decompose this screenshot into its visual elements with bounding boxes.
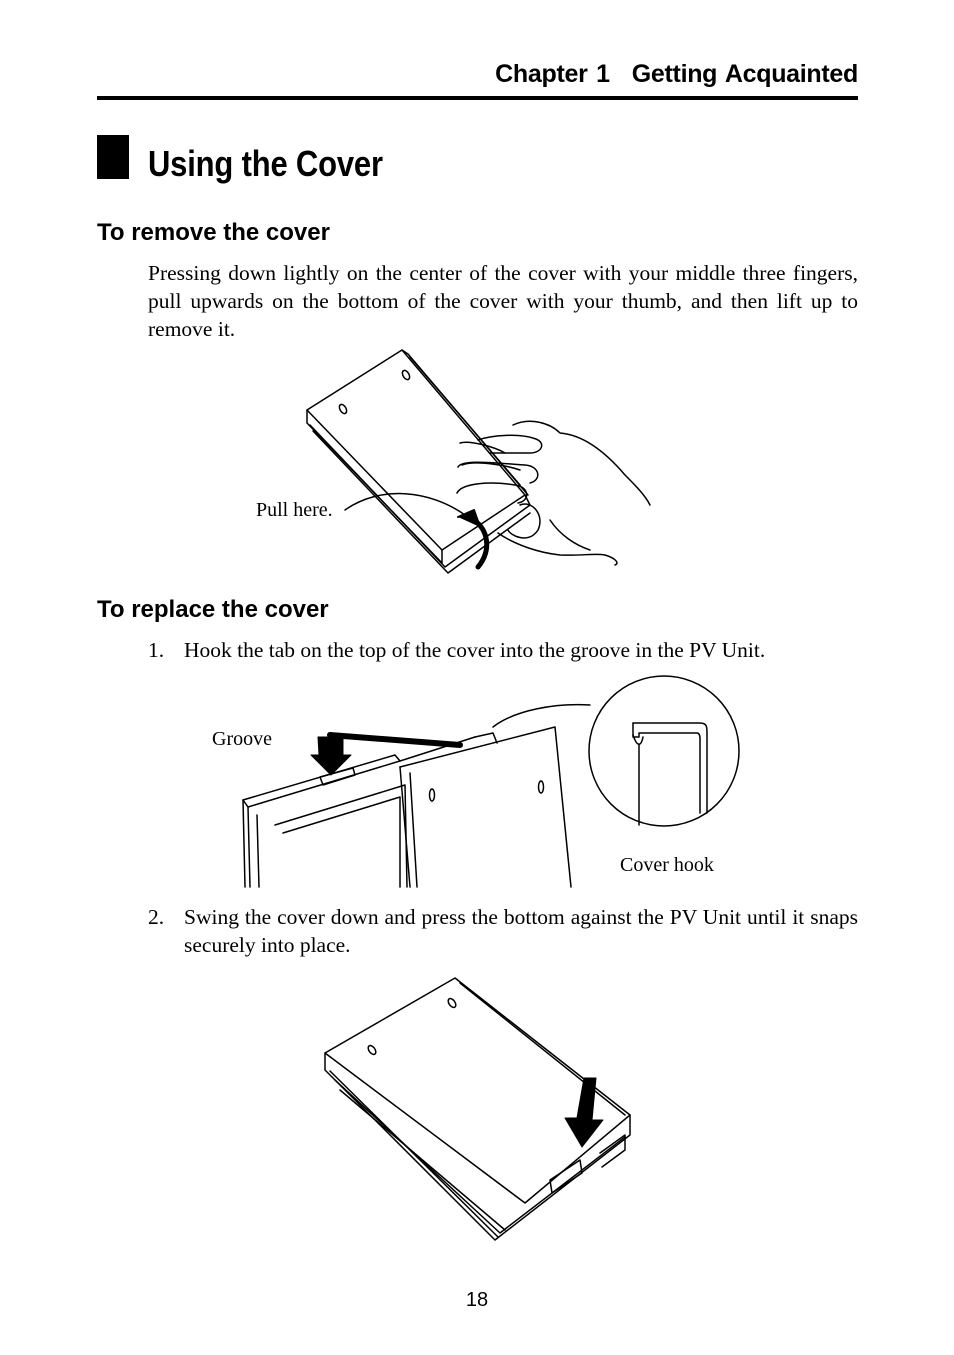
header-rule <box>97 96 858 100</box>
remove-cover-figure <box>230 345 670 580</box>
running-header: Chapter 1 Getting Acquainted <box>97 60 858 89</box>
pull-here-callout: Pull here. <box>256 499 333 521</box>
step-1-text: Hook the tab on the top of the cover int… <box>184 638 766 662</box>
section-marker-block <box>97 135 129 179</box>
cover-hook-callout: Cover hook <box>620 854 714 876</box>
remove-paragraph: Pressing down lightly on the center of t… <box>148 261 858 341</box>
swing-cover-figure <box>320 975 640 1245</box>
page-number: 18 <box>465 1289 489 1311</box>
groove-callout: Groove <box>212 728 272 750</box>
step-2-number: 2. <box>148 905 165 929</box>
step-2-text: Swing the cover down and press the botto… <box>184 905 858 957</box>
chapter-title: Getting Acquainted <box>631 60 859 88</box>
step-1-number: 1. <box>148 638 165 662</box>
chapter-label: Chapter 1 <box>495 60 610 88</box>
replace-heading: To replace the cover <box>97 596 329 623</box>
section-title: Using the Cover <box>148 143 383 184</box>
remove-heading: To remove the cover <box>97 219 330 246</box>
hook-cover-figure <box>235 675 745 890</box>
